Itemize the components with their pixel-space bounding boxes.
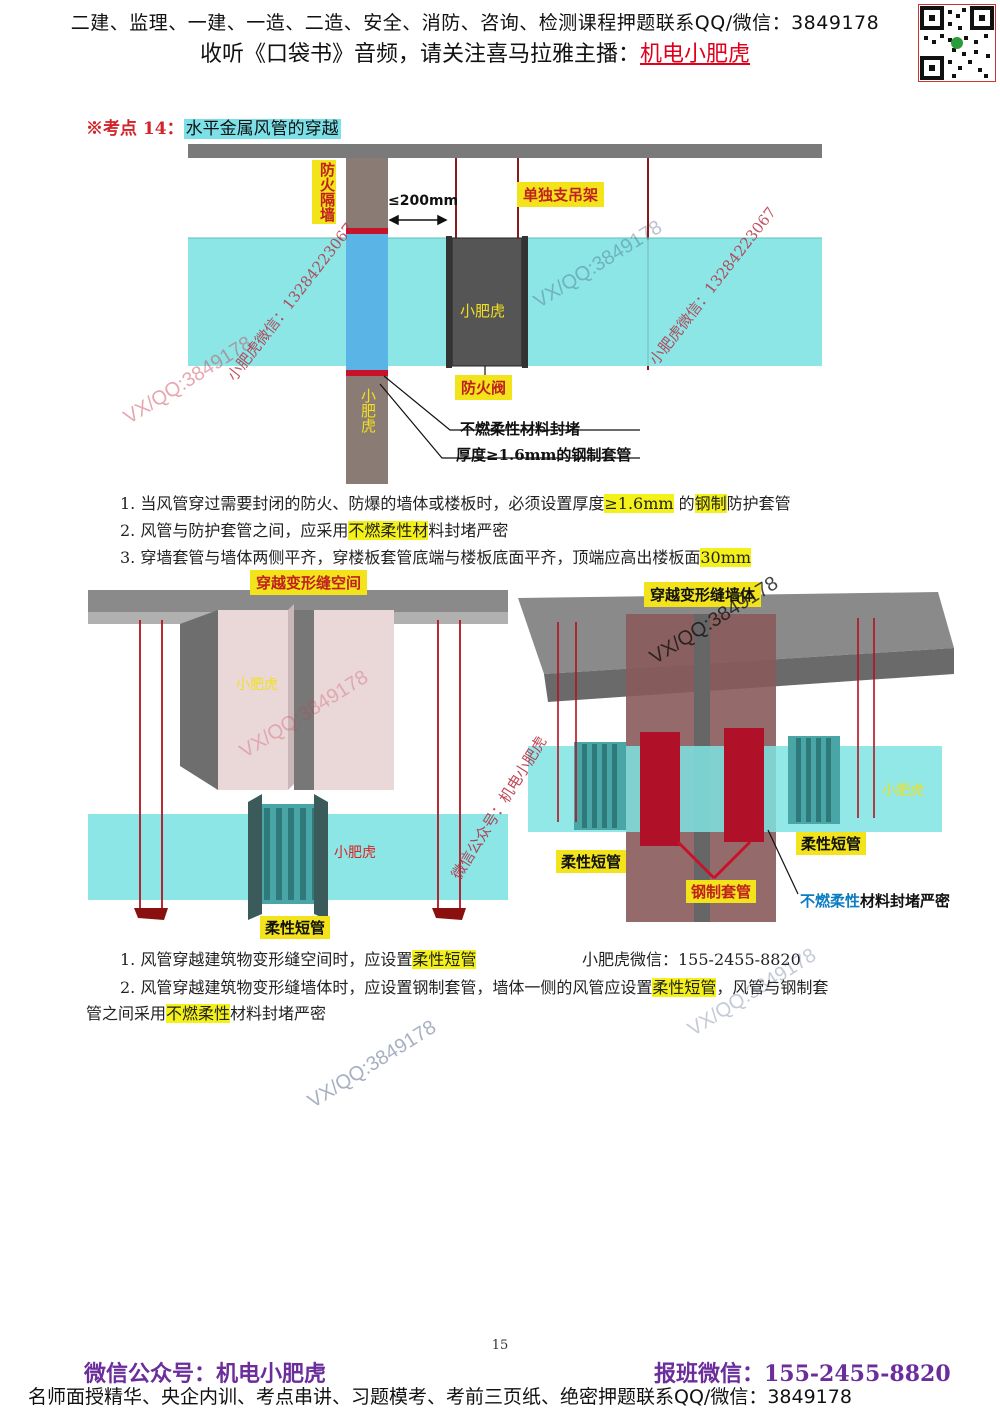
- joint-block-right: [314, 610, 394, 790]
- duct-left: [88, 814, 248, 900]
- watermark-9: VX/QQ:3849178: [304, 1016, 441, 1113]
- header-line-2: 收听《口袋书》音频，请关注喜马拉雅主播：机电小肥虎: [40, 36, 910, 68]
- label-joint-wall: 穿越变形缝墙体: [644, 582, 762, 607]
- fire-damper: [451, 237, 523, 367]
- text1-line3: 3. 穿墙套管与墙体两侧平齐，穿楼板套管底端与楼板底面平齐，顶端应高出楼板面30…: [120, 544, 752, 568]
- text2-l2-b: 柔性短管: [652, 978, 717, 997]
- footer-bottom: 名师面授精华、央企内训、考点串讲、习题模考、考前三页纸、绝密押题联系QQ/微信：…: [28, 1386, 852, 1408]
- sleeve-arrows: [676, 840, 752, 880]
- footer-left: 微信公众号：机电小肥虎: [84, 1361, 327, 1387]
- text1-l2-a: 2. 风管与防护套管之间，应采用: [120, 521, 349, 540]
- slab-top: [88, 590, 508, 612]
- text1-l1-e: 防护套管: [726, 494, 791, 513]
- footer-right: 报班微信：155-2455-8820: [654, 1361, 951, 1387]
- text2-l1-a: 1. 风管穿越建筑物变形缝空间时，应设置: [120, 950, 413, 969]
- text1-l1-d: 钢制: [694, 494, 727, 513]
- text2-line2: 2. 风管穿越建筑物变形缝墙体时，应设置钢制套管，墙体一侧的风管应设置柔性短管，…: [120, 974, 828, 998]
- label-joint-block: 小肥虎: [236, 677, 278, 693]
- label-duct-3: 小肥虎: [882, 783, 924, 799]
- text1-l3-a: 3. 穿墙套管与墙体两侧平齐，穿楼板套管底端与楼板底面平齐，顶端应高出楼板面: [120, 548, 701, 567]
- text2-line3: 管之间采用不燃柔性材料封堵严密: [86, 1000, 326, 1024]
- header-line-1: 二建、监理、一建、一造、二造、安全、消防、咨询、检测课程押题联系QQ/微信：38…: [70, 12, 880, 34]
- label-duct-2: 小肥虎: [334, 845, 376, 861]
- sleeve-top: [346, 228, 388, 234]
- label-flex-2: 柔性短管: [260, 916, 331, 939]
- label-seal: 不燃柔性材料封堵: [460, 420, 581, 438]
- wall-duct-section: [346, 232, 388, 372]
- duct-right: [328, 814, 508, 900]
- text2-l3-b: 不燃柔性: [166, 1004, 231, 1023]
- text2-l2-a: 2. 风管穿越建筑物变形缝墙体时，应设置钢制套管，墙体一侧的风管应设置: [120, 978, 653, 997]
- text1-l2-c: 料封堵严密: [428, 521, 509, 540]
- text1-line2: 2. 风管与防护套管之间，应采用不燃柔性材料封堵严密: [120, 517, 508, 541]
- joint-block-left: [218, 610, 288, 790]
- header-line-2-prefix: 收听《口袋书》音频，请关注喜马拉雅主播：: [199, 42, 640, 67]
- label-flex-3-left: 柔性短管: [556, 850, 627, 873]
- label-sleeve: 厚度≥1.6mm的钢制套管: [456, 446, 632, 464]
- label-fire-wall: 防火隔墙: [312, 160, 336, 224]
- flex-connector: [248, 794, 328, 920]
- text1-l1-c: 的: [673, 494, 695, 513]
- joint-block-left-side: [180, 610, 218, 790]
- label-seal-3-b: 材料封堵严密: [860, 892, 951, 910]
- distance-arrow: [388, 214, 448, 226]
- text2-l2-c: ，风管与钢制套: [716, 978, 829, 997]
- text2-contact: 小肥虎微信：155-2455-8820: [582, 950, 801, 969]
- header-anchor-link[interactable]: 机电小肥虎: [640, 42, 751, 67]
- figure-duct-through-wall: [188, 144, 822, 484]
- section-title: ※考点 14：水平金属风管的穿越: [86, 114, 341, 139]
- label-hanger: 单独支吊架: [517, 182, 605, 207]
- label-damper-body: 小肥虎: [460, 302, 506, 320]
- label-joint-space: 穿越变形缝空间: [250, 570, 368, 595]
- text2-line1: 1. 风管穿越建筑物变形缝空间时，应设置柔性短管: [120, 946, 477, 970]
- text1-l1-a: 1. 当风管穿过需要封闭的防火、防爆的墙体或楼板时，必须设置厚度: [120, 494, 605, 513]
- text1-line1: 1. 当风管穿过需要封闭的防火、防爆的墙体或楼板时，必须设置厚度≥1.6mm 的…: [120, 490, 791, 514]
- ceiling-slab: [188, 144, 822, 158]
- label-seal-3-a: 不燃柔性: [800, 892, 861, 910]
- label-200mm: ≤200mm: [388, 193, 459, 209]
- label-fire-damper: 防火阀: [455, 375, 513, 400]
- flex-3-left: [574, 742, 626, 830]
- section-prefix: ※考点 14：: [86, 119, 184, 139]
- sleeve-3-left: [640, 732, 680, 846]
- hanger-rods-3: [557, 618, 875, 822]
- label-steel-sleeve: 钢制套管: [686, 880, 757, 903]
- flex-3-right: [788, 736, 840, 824]
- text1-l1-b: ≥1.6mm: [604, 494, 674, 513]
- hanger-rods-2: [139, 620, 461, 910]
- figure-joint-wall: [518, 592, 954, 922]
- text1-l3-b: 30mm: [700, 548, 752, 567]
- page-number: 15: [491, 1338, 509, 1353]
- text2-l3-c: 材料封堵严密: [230, 1004, 327, 1023]
- qr-code: [918, 4, 996, 82]
- section-title-text: 水平金属风管的穿越: [183, 119, 341, 139]
- label-wall-body: 小肥虎: [359, 388, 377, 433]
- text2-l3-a: 管之间采用: [86, 1004, 167, 1023]
- text1-l2-b: 不燃柔性材: [348, 521, 429, 540]
- label-flex-3-right: 柔性短管: [796, 832, 867, 855]
- text2-l1-b: 柔性短管: [412, 950, 477, 969]
- leader-lines: [379, 366, 640, 459]
- sleeve-3-right: [724, 728, 764, 842]
- sleeve-bottom: [346, 370, 388, 376]
- figure-joint-space: [88, 590, 508, 920]
- label-seal-3: 不燃柔性材料封堵严密: [800, 890, 950, 911]
